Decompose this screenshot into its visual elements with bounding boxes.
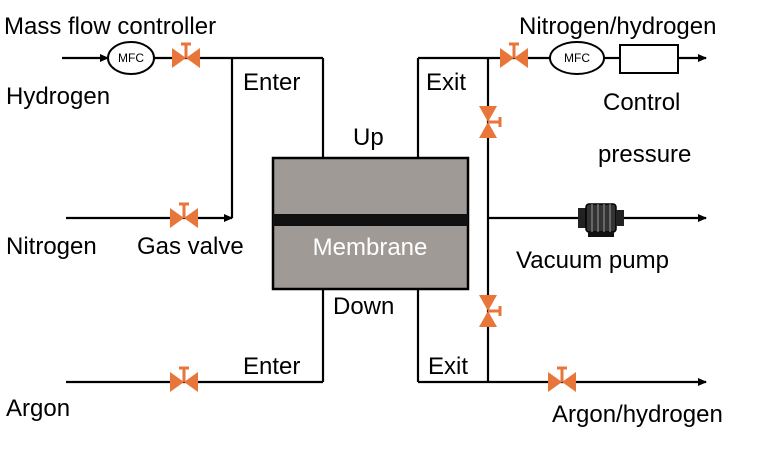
hydrogen-label: Hydrogen [6, 83, 110, 110]
valve-nitrogen-icon [170, 202, 198, 228]
argon-hydrogen-label: Argon/hydrogen [552, 401, 723, 428]
mfc-left: MFC [107, 41, 155, 75]
pressure-controller-box [619, 44, 679, 74]
mfc-right-label: MFC [564, 51, 590, 65]
up-label: Up [353, 124, 384, 151]
valve-upper-exit-icon [500, 42, 528, 68]
control-label: Control [603, 89, 680, 116]
valve-argon-hydrogen-icon [548, 366, 576, 392]
enter-bottom-label: Enter [243, 353, 300, 380]
pressure-label: pressure [598, 141, 691, 168]
nitrogen-hydrogen-label: Nitrogen/hydrogen [519, 13, 716, 40]
membrane-label: Membrane [313, 234, 428, 261]
argon-label: Argon [6, 395, 70, 422]
exit-bottom-label: Exit [428, 353, 468, 380]
valve-manifold-lower-icon [479, 295, 502, 327]
nitrogen-label: Nitrogen [6, 233, 97, 260]
mfc-right-body [549, 41, 605, 75]
enter-top-label: Enter [243, 69, 300, 96]
valve-hydrogen-icon [172, 42, 200, 68]
vacuum-pump-icon [578, 203, 624, 237]
mfc-left-label: MFC [118, 51, 144, 65]
membrane-vessel [271, 156, 470, 291]
membrane-band [273, 214, 468, 226]
gas-valve-label: Gas valve [137, 233, 244, 260]
down-label: Down [333, 293, 394, 320]
valve-manifold-upper-icon [479, 106, 502, 138]
valve-argon-icon [170, 366, 198, 392]
vacuum-pump-label: Vacuum pump [516, 247, 669, 274]
mfc-left-body [107, 41, 155, 75]
mfc-right: MFC [549, 41, 605, 75]
exit-top-label: Exit [426, 69, 466, 96]
mass-flow-controller-label: Mass flow controller [4, 13, 216, 40]
